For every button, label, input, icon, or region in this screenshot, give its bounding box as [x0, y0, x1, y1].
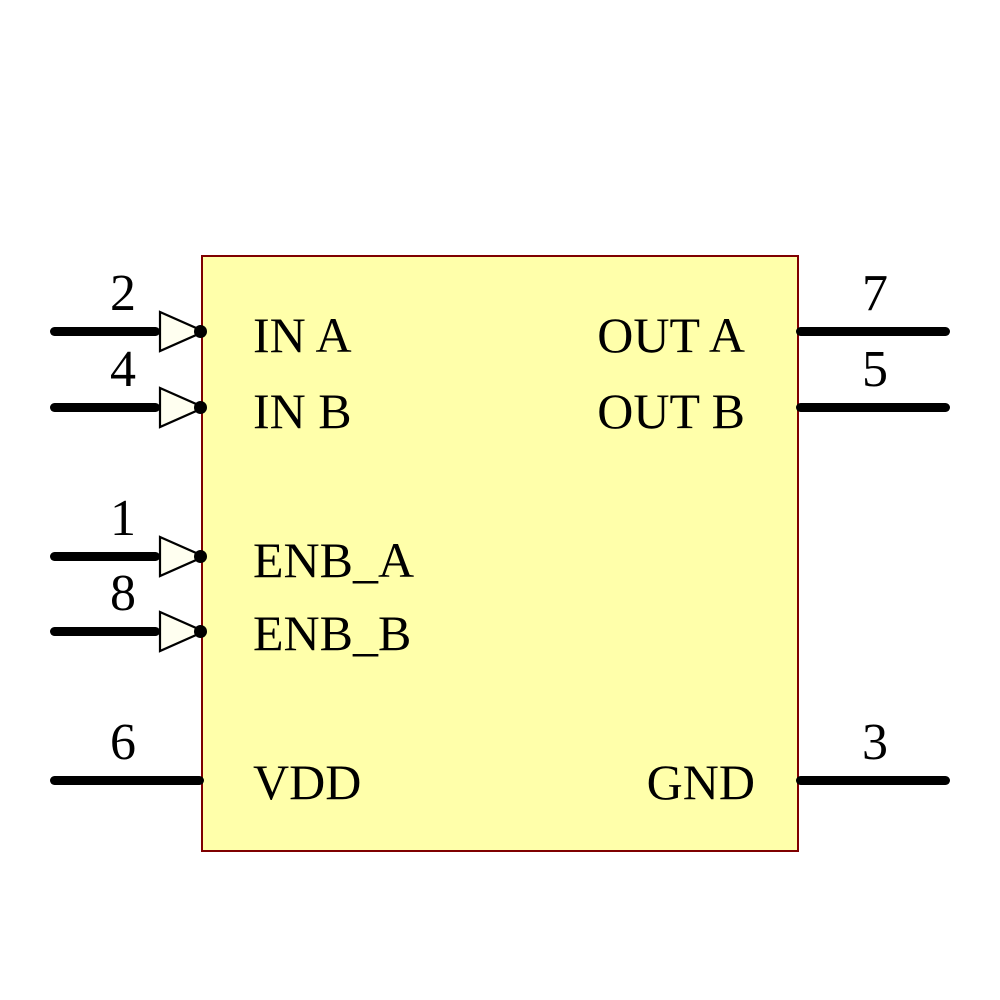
pin-number-out-b: 5: [862, 341, 888, 398]
pin-wire-enb-b[interactable]: [50, 627, 160, 636]
pin-number-in-b: 4: [110, 341, 136, 398]
pin-dot-in-a: [194, 325, 207, 338]
pin-dot-enb-a: [194, 550, 207, 563]
pin-dot-enb-b: [194, 625, 207, 638]
pin-wire-enb-a[interactable]: [50, 552, 160, 561]
port-label-out-b: OUT B: [597, 383, 745, 439]
pin-wire-out-a[interactable]: [796, 327, 950, 336]
port-label-gnd: GND: [646, 754, 755, 810]
port-label-enb-a: ENB_A: [253, 532, 415, 588]
pin-number-out-a: 7: [862, 265, 888, 322]
pin-wire-vdd[interactable]: [50, 776, 204, 785]
pin-number-enb-b: 8: [110, 565, 136, 622]
pin-number-in-a: 2: [110, 265, 136, 322]
pin-wire-in-b[interactable]: [50, 403, 160, 412]
port-label-in-b: IN B: [253, 383, 352, 439]
pin-wire-out-b[interactable]: [796, 403, 950, 412]
pin-wire-in-a[interactable]: [50, 327, 160, 336]
port-label-enb-b: ENB_B: [253, 605, 412, 661]
port-label-out-a: OUT A: [597, 307, 745, 363]
pin-dot-in-b: [194, 401, 207, 414]
pin-wire-gnd[interactable]: [796, 776, 950, 785]
pin-number-enb-a: 1: [110, 490, 136, 547]
chip-body: [201, 255, 799, 852]
pin-number-gnd: 3: [862, 714, 888, 771]
port-label-in-a: IN A: [253, 307, 352, 363]
pin-number-vdd: 6: [110, 714, 136, 771]
port-label-vdd: VDD: [253, 754, 362, 810]
